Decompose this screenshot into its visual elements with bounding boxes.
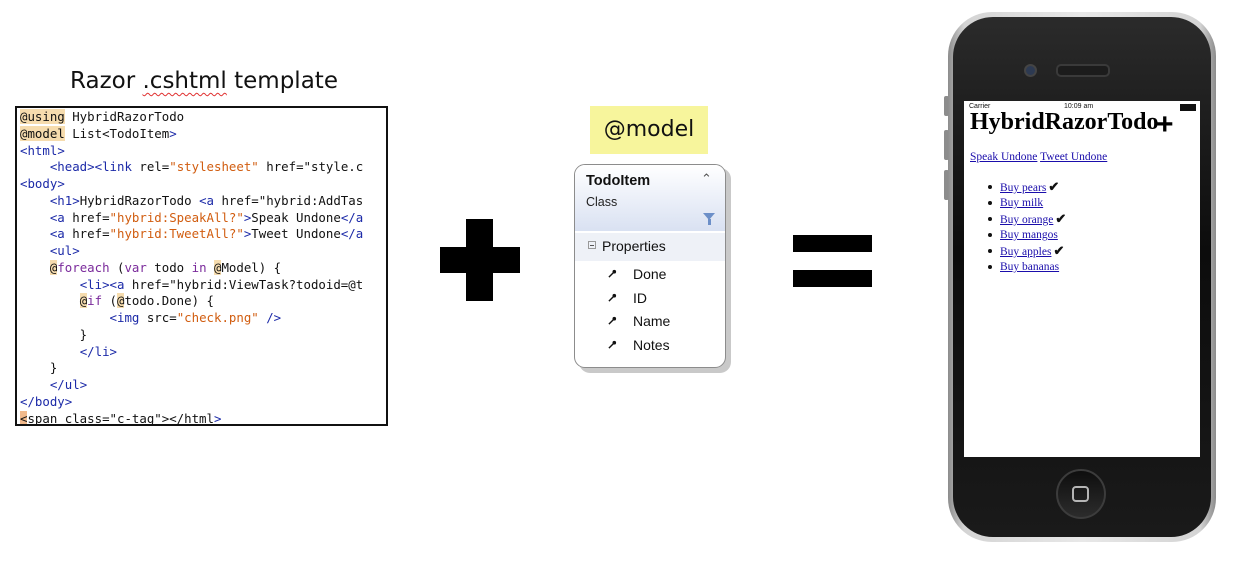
code-line: </body> [20,393,73,409]
filter-icon[interactable] [703,213,715,225]
code-line: <a href="hybrid:TweetAll?">Tweet Undone<… [49,226,364,242]
code-line: } [20,326,88,342]
code-panel-title: Razor .cshtml template [70,68,338,94]
code-line: @model List<TodoItem> [20,125,177,141]
phone-home-button[interactable] [1056,469,1106,519]
todo-link[interactable]: Buy mangos [1000,229,1058,241]
property-row[interactable]: Notes [575,334,725,356]
code-panel: @using HybridRazorTodo@model List<TodoIt… [15,106,388,426]
cshtml-word: .cshtml [142,68,227,94]
battery-icon [1180,104,1196,111]
collapse-section-icon[interactable] [588,241,596,249]
code-line: <span class="c-tag"></html> [20,410,222,426]
code-line: </li> [79,343,117,359]
properties-section-header[interactable]: Properties [575,233,725,261]
code-line: <li><a href="hybrid:ViewTask?todoid=@t [79,276,364,292]
class-name: TodoItem [586,173,651,189]
wrench-icon [608,269,617,278]
code-line: <body> [20,176,65,191]
property-label: ID [633,289,647,306]
todo-item: Buy bananas [986,259,1066,275]
phone-camera [1024,64,1037,77]
property-label: Done [633,266,667,282]
code-line: @foreach (var todo in @Model) { [49,259,282,275]
code-line: @using HybridRazorTodo [20,109,185,124]
check-icon: ✔ [1053,243,1065,258]
todo-link[interactable]: Buy pears [1000,182,1047,194]
status-carrier: Carrier [969,103,991,110]
wrench-icon [608,340,617,349]
code-line: </ul> [49,377,88,392]
property-row[interactable]: Name [575,310,725,332]
app-title: HybridRazorTodo [970,109,1159,135]
code-line: <ul> [49,243,80,258]
status-bar: Carrier 10:09 am [964,101,1200,111]
wrench-icon [608,293,617,302]
phone-speaker [1056,64,1110,77]
home-square-icon [1072,486,1089,502]
property-label: Name [633,313,671,329]
collapse-chevron-icon[interactable]: ⌃ [701,171,712,186]
properties-section-label: Properties [602,238,666,254]
check-icon: ✔ [1055,211,1067,226]
todo-link[interactable]: Buy apples [1000,246,1052,258]
phone-mute-switch [944,96,949,116]
code-line: <a href="hybrid:SpeakAll?">Speak Undone<… [49,209,364,225]
todo-item: Buy apples✔ [986,243,1066,259]
tweet-undone-link[interactable]: Tweet Undone [1040,151,1108,163]
property-row[interactable]: Done [575,263,725,285]
code-line: @if (@todo.Done) { [79,293,214,309]
property-row[interactable]: ID [575,287,725,309]
code-line: <img src="check.png" /> [109,310,282,325]
todo-item: Buy mangos [986,227,1066,243]
action-links: Speak Undone Tweet Undone [970,151,1107,163]
phone-volume-down-button [944,170,949,200]
todo-item: Buy orange✔ [986,211,1066,227]
add-task-icon[interactable]: + [1156,108,1174,141]
todo-item: Buy milk [986,195,1066,211]
todo-item: Buy pears✔ [986,179,1066,195]
code-line: } [20,360,58,376]
class-kind: Class [586,195,618,209]
speak-undone-link[interactable]: Speak Undone [970,151,1038,163]
status-time: 10:09 am [1064,103,1094,110]
code-line: <h1>HybridRazorTodo <a href="hybrid:AddT… [49,192,364,208]
class-card-header: TodoItem Class ⌃ [575,165,725,231]
code-line: <html> [20,142,65,158]
todo-link[interactable]: Buy bananas [1000,261,1060,273]
phone-screen: Carrier 10:09 am HybridRazorTodo + Speak… [964,101,1200,457]
property-label: Notes [633,336,670,353]
wrench-icon [608,316,617,325]
todo-link[interactable]: Buy milk [1000,197,1044,209]
code-line: <head><link rel="stylesheet" href="style… [49,159,364,175]
model-label: @model [590,106,708,154]
todo-link[interactable]: Buy orange [1000,214,1054,226]
phone-volume-up-button [944,130,949,160]
check-icon: ✔ [1048,179,1060,194]
